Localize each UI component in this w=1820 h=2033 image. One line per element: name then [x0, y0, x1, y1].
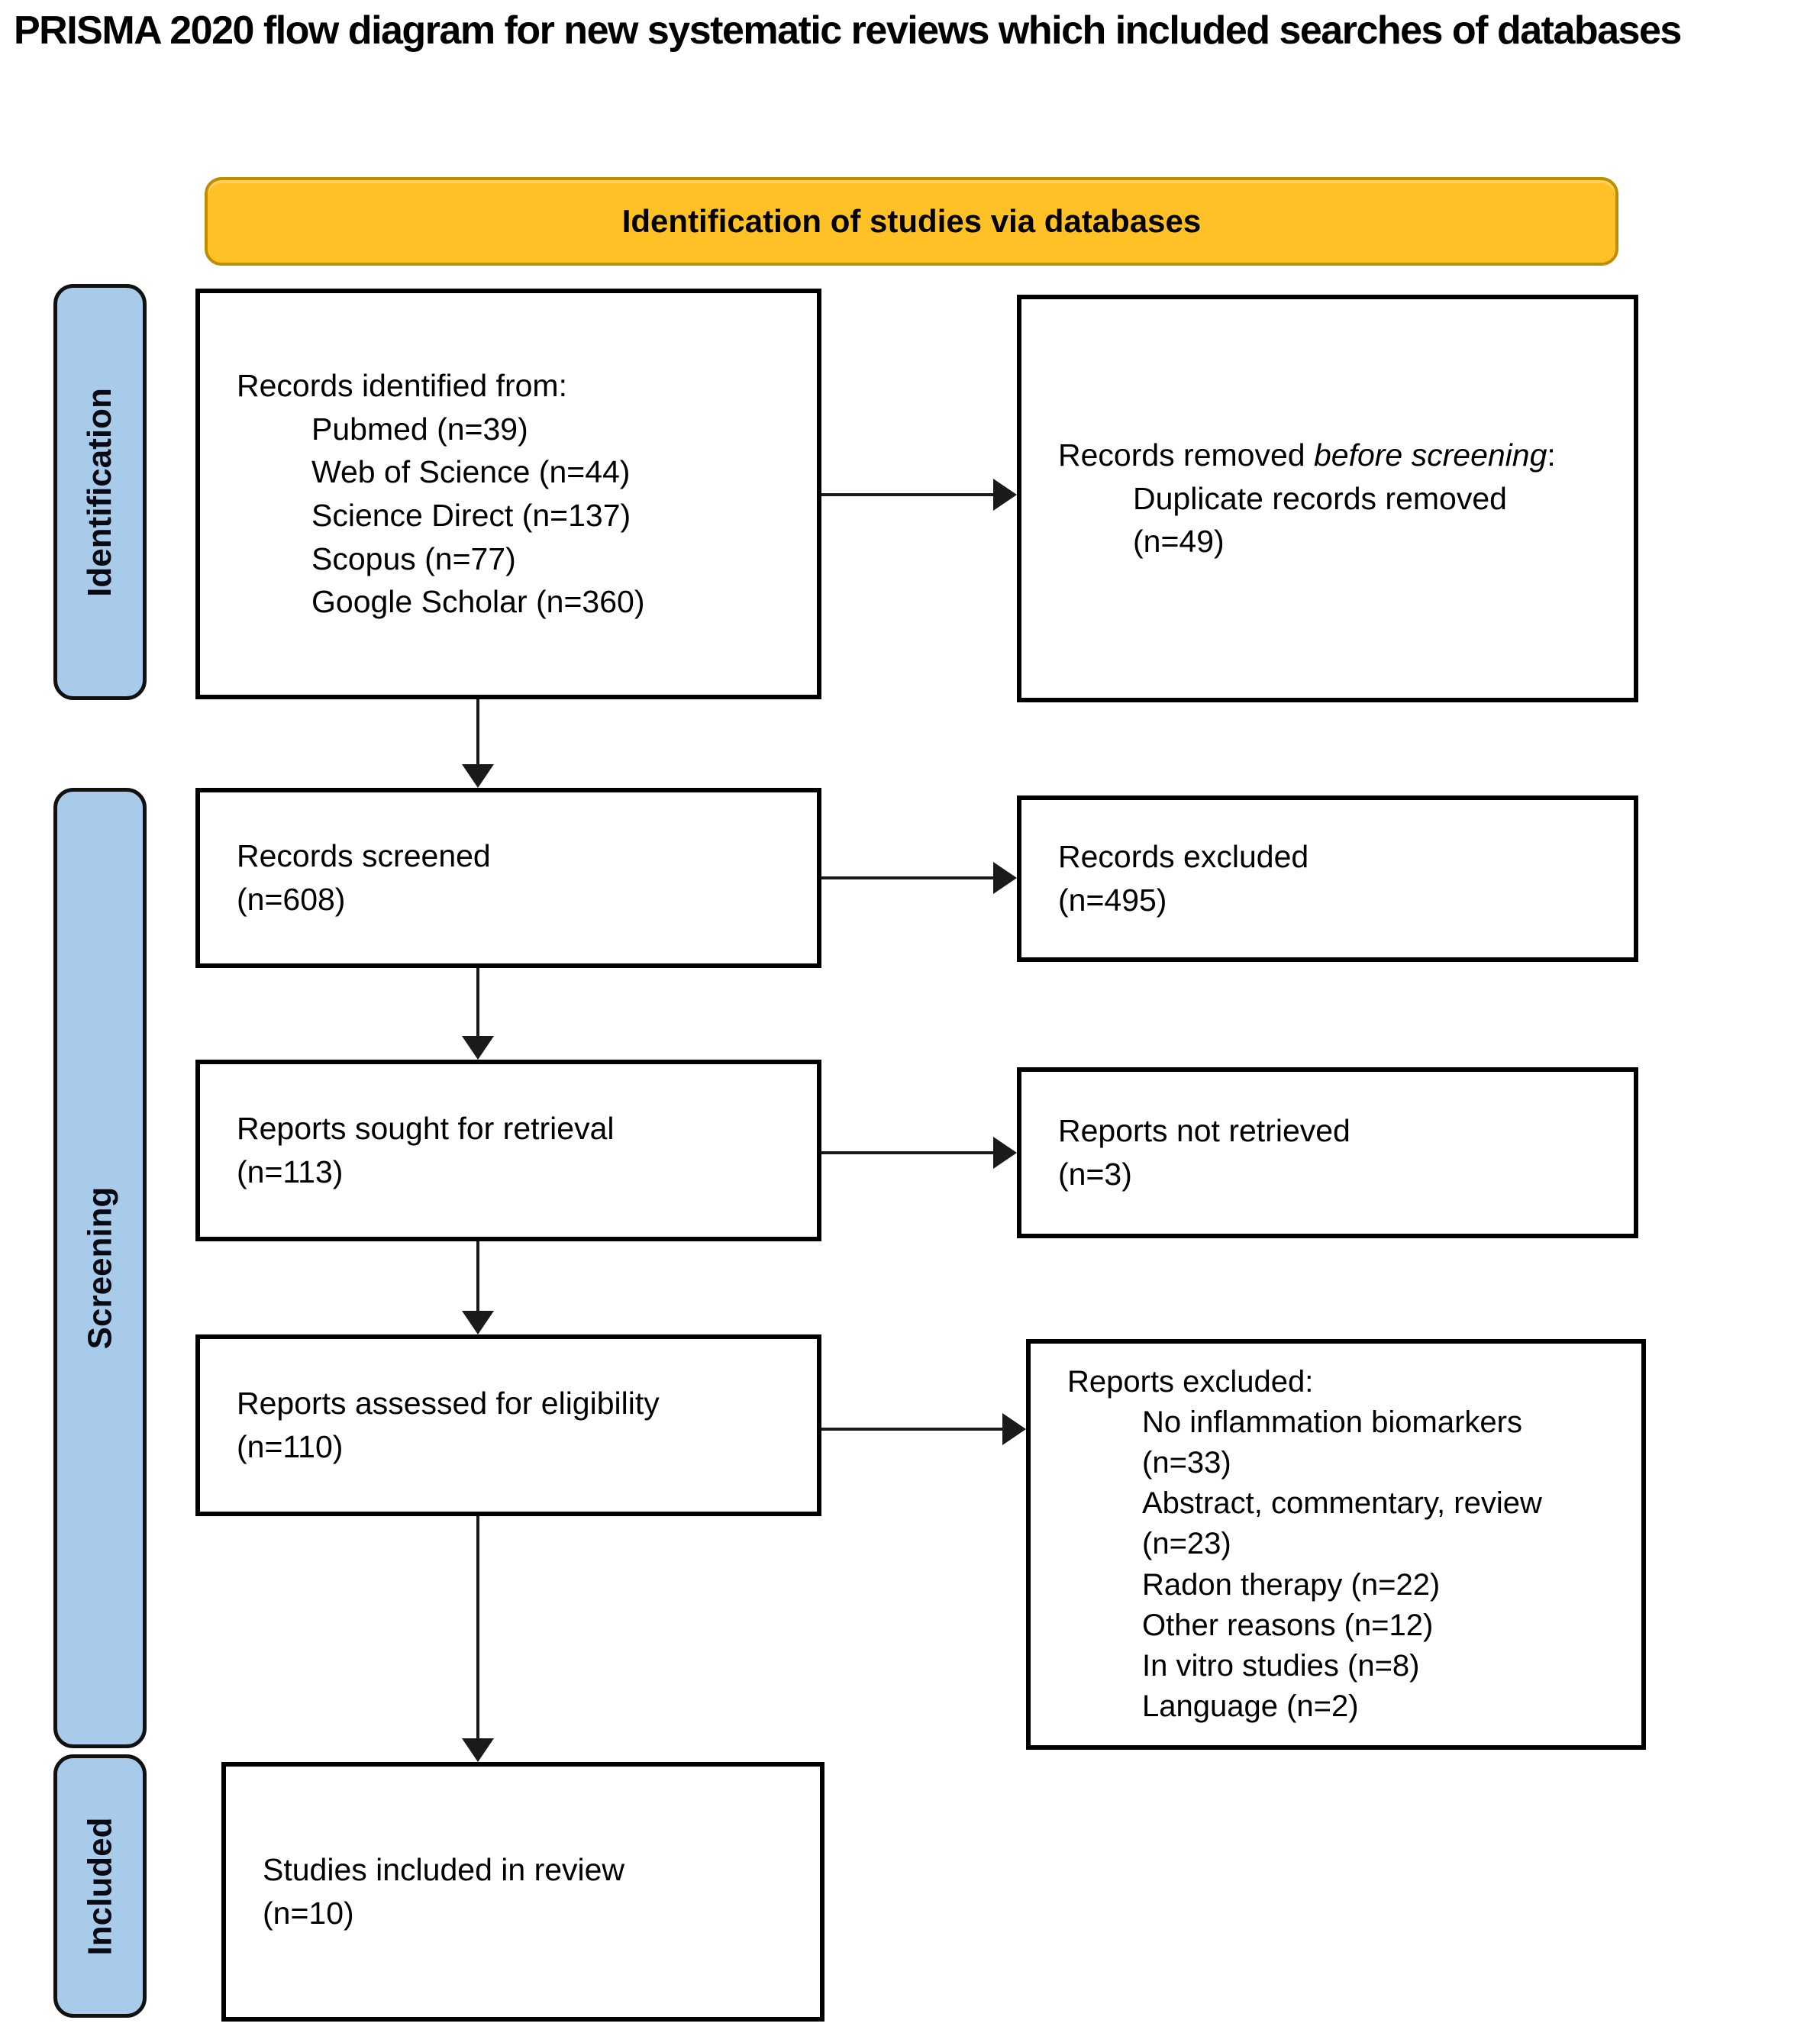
list-item: Radon therapy (n=22): [1142, 1567, 1441, 1602]
arrow-screened-to-sought: [476, 968, 479, 1037]
list-item: Web of Science (n=44): [311, 454, 631, 490]
box-reports-sought: Reports sought for retrieval (n=113): [195, 1060, 821, 1241]
box-item-list: Pubmed (n=39) Web of Science (n=44) Scienc…: [237, 408, 788, 624]
heading-text: :: [1547, 437, 1556, 473]
box-text: Studies included in review: [263, 1852, 625, 1888]
arrow-identified-to-screened: [476, 699, 479, 765]
banner-label: Identification of studies via databases: [621, 203, 1202, 239]
box-reports-not-retrieved: Reports not retrieved (n=3): [1017, 1067, 1638, 1238]
arrow-screened-to-excluded: [821, 876, 994, 879]
list-item: Language (n=2): [1142, 1689, 1359, 1724]
box-reports-excluded: Reports excluded: No inflammation biomar…: [1026, 1339, 1646, 1750]
box-count: (n=113): [237, 1154, 344, 1189]
stage-label-text: Identification: [81, 387, 118, 597]
box-reports-assessed: Reports assessed for eligibility (n=110): [195, 1334, 821, 1516]
box-records-identified: Records identified from: Pubmed (n=39) We…: [195, 289, 821, 699]
box-text: Reports sought for retrieval: [237, 1111, 615, 1147]
box-heading: Reports excluded:: [1067, 1364, 1314, 1399]
box-count: (n=110): [237, 1429, 344, 1464]
banner: Identification of studies via databases: [205, 177, 1618, 266]
box-studies-included: Studies included in review (n=10): [221, 1762, 824, 2022]
list-item: Google Scholar (n=360): [311, 584, 645, 620]
box-records-removed: Records removed before screening: Duplic…: [1017, 295, 1638, 702]
box-heading: Records removed before screening:: [1058, 434, 1605, 477]
arrow-sought-to-not-retrieved: [821, 1151, 994, 1154]
list-item: Other reasons (n=12): [1142, 1608, 1434, 1642]
stage-label-text: Screening: [81, 1186, 118, 1350]
stage-label-identification: Identification: [53, 284, 147, 700]
box-count: (n=495): [1058, 883, 1167, 918]
stage-label-included: Included: [53, 1754, 147, 2018]
arrow-assessed-to-included: [476, 1516, 479, 1739]
box-text: Records excluded: [1058, 839, 1309, 875]
box-heading: Records identified from:: [237, 368, 567, 404]
arrow-sought-to-assessed: [476, 1241, 479, 1312]
list-item: No inflammation biomarkers (n=33): [1142, 1405, 1522, 1480]
box-text: Reports assessed for eligibility: [237, 1386, 660, 1421]
box-count: (n=608): [237, 882, 346, 917]
list-item: In vitro studies (n=8): [1142, 1648, 1420, 1683]
heading-text: Records removed: [1058, 437, 1314, 473]
box-text: Records screened: [237, 838, 491, 874]
box-records-excluded: Records excluded (n=495): [1017, 795, 1638, 962]
stage-label-text: Included: [81, 1817, 118, 1955]
list-item: Duplicate records removed (n=49): [1133, 480, 1507, 560]
arrow-identified-to-removed: [821, 493, 994, 496]
arrow-assessed-to-reports-excluded: [821, 1428, 1003, 1431]
box-item-list: Duplicate records removed (n=49): [1058, 477, 1605, 563]
box-count: (n=3): [1058, 1157, 1132, 1192]
box-count: (n=10): [263, 1896, 354, 1931]
list-item: Scopus (n=77): [311, 541, 516, 576]
list-item: Science Direct (n=137): [311, 498, 631, 533]
box-text: Reports not retrieved: [1058, 1113, 1350, 1149]
heading-italic-text: before screening: [1313, 437, 1547, 473]
list-item: Abstract, commentary, review (n=23): [1142, 1486, 1542, 1561]
stage-label-screening: Screening: [53, 788, 147, 1748]
box-records-screened: Records screened (n=608): [195, 788, 821, 968]
box-item-list: No inflammation biomarkers (n=33)Abstrac…: [1067, 1402, 1612, 1728]
list-item: Pubmed (n=39): [311, 411, 528, 447]
page-title: PRISMA 2020 flow diagram for new systema…: [14, 8, 1682, 53]
